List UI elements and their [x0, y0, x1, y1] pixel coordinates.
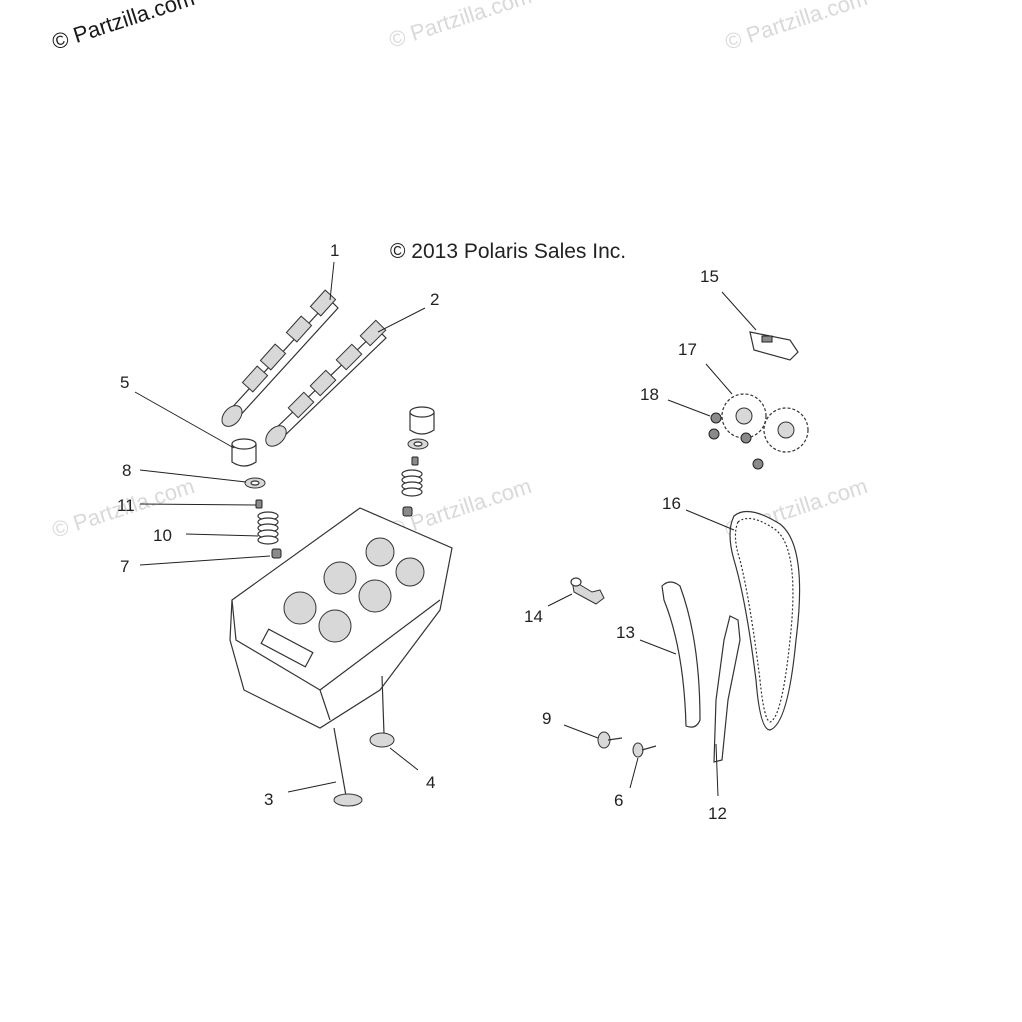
callout-15: 15 [700, 267, 719, 286]
callout-12: 12 [708, 804, 727, 823]
callout-3: 3 [264, 790, 273, 809]
callout-18: 18 [640, 385, 659, 404]
leader-lines [134, 261, 757, 797]
callout-1: 1 [330, 241, 339, 260]
callout-16: 16 [662, 494, 681, 513]
callout-8: 8 [122, 461, 131, 480]
bolts-18-illustration [708, 412, 764, 470]
callout-17: 17 [678, 340, 697, 359]
fixed-guide-12-illustration [713, 615, 741, 763]
callout-7: 7 [120, 557, 129, 576]
valve-4-illustration [369, 675, 395, 748]
cam-chain-16-illustration [729, 510, 801, 731]
stem-seal-7-illustration [271, 506, 413, 559]
callout-9: 9 [542, 709, 551, 728]
callout-4: 4 [426, 773, 435, 792]
camshaft-1-illustration [221, 289, 339, 427]
tappet-5-illustration [231, 406, 435, 467]
valve-3-illustration [333, 727, 363, 807]
shim-8-illustration [244, 438, 429, 489]
tensioner-guide-13-illustration [661, 581, 701, 728]
watermark-top-middle: © Partzilla.com [386, 0, 535, 53]
callout-11: 11 [117, 496, 135, 515]
tensioner-14-illustration [570, 577, 605, 605]
callout-14: 14 [524, 607, 543, 626]
guide-15-illustration [749, 331, 799, 361]
callout-13: 13 [616, 623, 635, 642]
cylinder-head-illustration [229, 507, 453, 729]
watermark-top-left: © Partzilla.com [49, 0, 198, 55]
keeper-11-illustration [255, 456, 419, 509]
pivot-bolt-9-illustration [597, 731, 623, 749]
camshaft-2-illustration [265, 319, 387, 447]
sprocket-17-illustration [721, 393, 809, 453]
callout-2: 2 [430, 290, 439, 309]
watermark-top-right: © Partzilla.com [722, 0, 871, 55]
valve-spring-10-illustration [257, 469, 423, 545]
callout-10: 10 [153, 526, 172, 545]
callout-6: 6 [614, 791, 623, 810]
pivot-bolt-6-illustration [632, 742, 657, 758]
callout-5: 5 [120, 373, 129, 392]
copyright-notice: © 2013 Polaris Sales Inc. [390, 240, 626, 263]
